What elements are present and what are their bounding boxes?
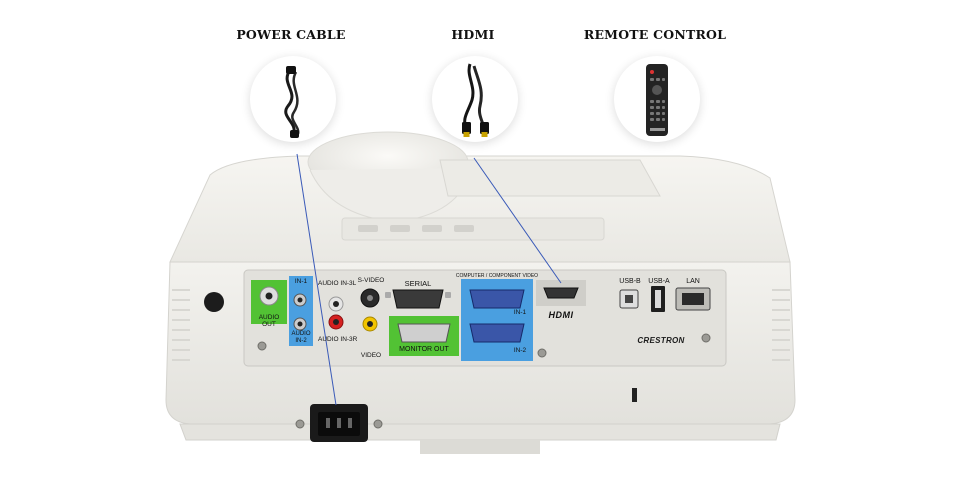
label-video: VIDEO bbox=[360, 352, 382, 359]
label-audio-in2: AUDIO IN-2 bbox=[289, 331, 313, 345]
label-audio-out: AUDIO OUT bbox=[258, 314, 280, 328]
label-computer-component: COMPUTER / COMPONENT VIDEO bbox=[455, 273, 539, 279]
label-audio-in2-top: AUDIO bbox=[291, 331, 311, 337]
label-audio-in2-bottom: IN-2 bbox=[295, 338, 307, 344]
accessory-label-hdmi: HDMI bbox=[451, 27, 495, 42]
accessory-thumb-hdmi bbox=[432, 56, 518, 142]
label-audio-in3r: AUDIO IN-3R bbox=[318, 336, 358, 343]
label-vga-in2: IN-2 bbox=[513, 347, 527, 354]
label-hdmi-port: HDMI bbox=[548, 310, 574, 320]
remote-control-icon bbox=[646, 64, 668, 136]
accessory-label-power-cable: POWER CABLE bbox=[236, 27, 346, 42]
accessory-thumb-remote-control bbox=[614, 56, 700, 142]
label-svideo: S-VIDEO bbox=[357, 277, 385, 284]
accessory-thumb-power-cable bbox=[250, 56, 336, 142]
label-lan: LAN bbox=[686, 278, 700, 285]
label-monitor-out: MONITOR OUT bbox=[399, 346, 449, 353]
label-audio-in1: IN-1 bbox=[294, 278, 308, 285]
power-cable-icon bbox=[284, 66, 300, 138]
label-audio-in3l: AUDIO IN-3L bbox=[318, 280, 357, 287]
crestron-logo: CRESTRON bbox=[637, 336, 685, 345]
accessory-label-remote-control: REMOTE CONTROL bbox=[583, 27, 727, 42]
label-usb-a: USB-A bbox=[648, 278, 670, 285]
label-serial: SERIAL bbox=[404, 279, 432, 288]
label-usb-b: USB-B bbox=[619, 278, 641, 285]
hdmi-cable-icon bbox=[462, 63, 489, 137]
label-vga-in1: IN-1 bbox=[513, 309, 527, 316]
